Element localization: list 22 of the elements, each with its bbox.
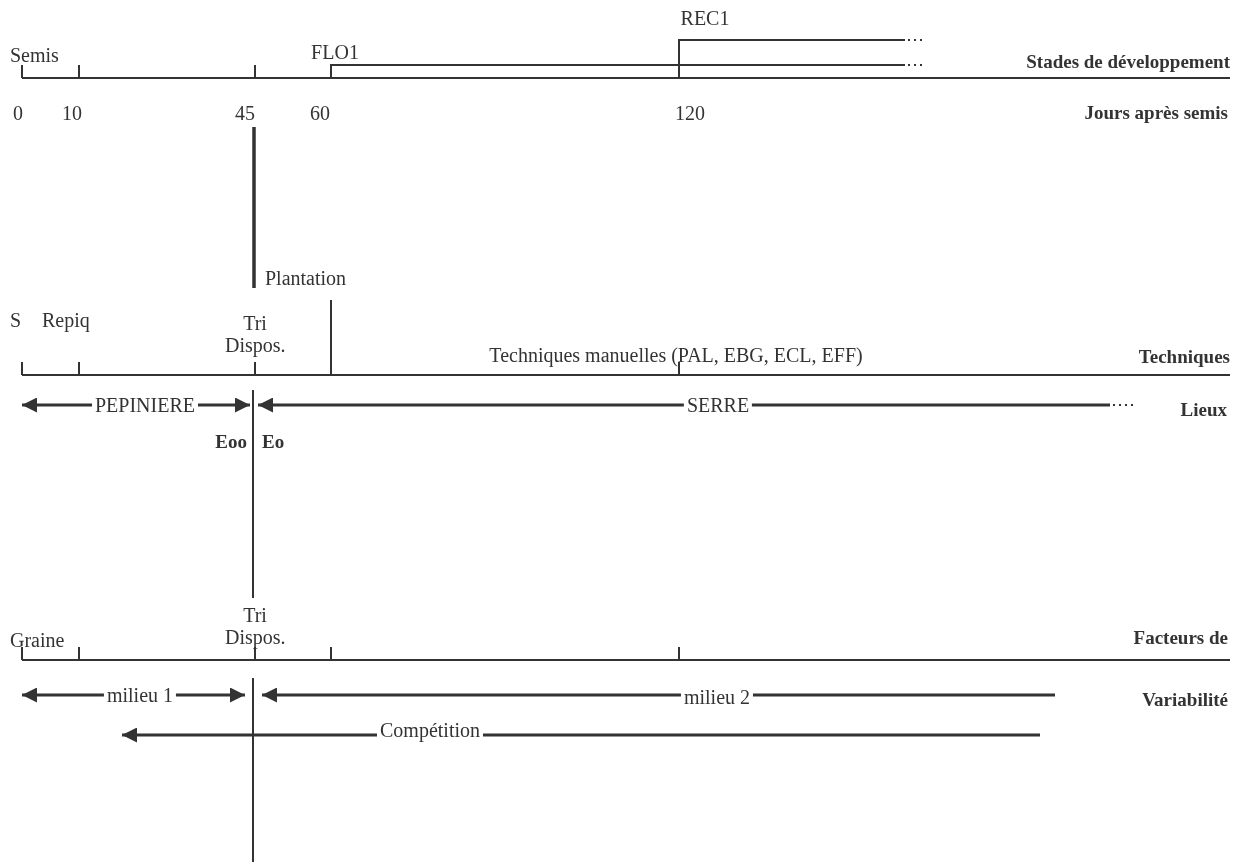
technique-label: Tri Dispos. [225,312,285,356]
day-number: 0 [13,102,23,124]
row-title: Techniques [1138,346,1230,368]
day-number: 120 [675,102,705,124]
stage-label: Semis [10,44,59,66]
day-number: 10 [62,102,82,124]
technique-label: Repiq [42,309,90,331]
stage-label: FLO1 [311,41,359,63]
row-title: Variabilité [1142,689,1228,711]
stage-code: Eo [262,431,285,453]
row-title: Stades de développement [1026,51,1230,73]
technique-label: Techniques manuelles (PAL, EBG, ECL, EFF) [489,344,863,366]
stage-code: Eoo [215,431,247,453]
factor-label: Graine [10,629,65,651]
event-label: Plantation [265,267,347,289]
day-number: 60 [310,102,330,124]
day-number: 45 [235,102,255,124]
row-title: Jours après semis [1084,102,1228,124]
row-title: Facteurs de [1133,627,1228,649]
technique-label: S [10,309,22,331]
factor-label: Tri Dispos. [225,604,285,648]
stage-label: REC1 [680,7,730,29]
